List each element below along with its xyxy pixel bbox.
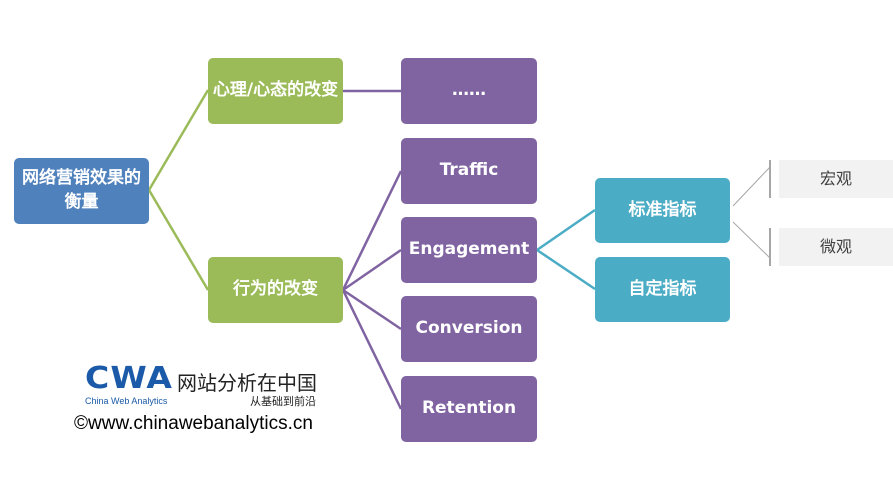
- traffic-label: Traffic: [439, 160, 499, 181]
- ellipsis-label: ……: [452, 80, 486, 101]
- macro-label: 宏观: [819, 168, 852, 188]
- link-root-behavior: [147, 189, 210, 291]
- micro-bracket: [769, 228, 771, 266]
- retention-label: Retention: [421, 398, 517, 419]
- cwa-cn-title: 网站分析在中国: [177, 371, 317, 395]
- psych-change-label: 心理/心态的改变: [212, 80, 339, 101]
- link-standard-micro: [732, 221, 771, 259]
- cwa-cn-slogan: 从基础到前沿: [250, 395, 316, 408]
- psych-change-node: 心理/心态的改变: [208, 58, 343, 124]
- conversion-node: Conversion: [401, 296, 537, 362]
- custom-metrics-node: 自定指标: [595, 257, 730, 322]
- link-behavior-engagement: [342, 248, 402, 292]
- engagement-label: Engagement: [408, 239, 530, 260]
- link-behavior-conversion: [342, 288, 402, 331]
- engagement-node: Engagement: [401, 217, 537, 283]
- link-standard-macro: [732, 166, 771, 207]
- link-root-psych: [147, 89, 210, 191]
- retention-node: Retention: [401, 376, 537, 442]
- standard-metrics-label: 标准指标: [628, 199, 697, 220]
- behavior-change-node: 行为的改变: [208, 257, 343, 323]
- standard-metrics-node: 标准指标: [595, 178, 730, 243]
- behavior-change-label: 行为的改变: [233, 279, 318, 300]
- cwa-logo-subtitle: China Web Analytics: [85, 396, 168, 406]
- link-behavior-traffic: [341, 170, 403, 291]
- micro-label: 微观: [819, 236, 852, 256]
- micro-node: 微观: [779, 228, 893, 266]
- root-node: 网络营销效果的衡量: [14, 158, 149, 224]
- link-engagement-standard: [536, 208, 596, 252]
- traffic-node: Traffic: [401, 138, 537, 204]
- macro-bracket: [769, 160, 771, 198]
- conversion-label: Conversion: [415, 318, 523, 339]
- link-engagement-custom: [536, 248, 596, 291]
- cwa-logo-text: CWA: [85, 361, 173, 396]
- root-label: 网络营销效果的衡量: [22, 168, 141, 212]
- custom-metrics-label: 自定指标: [628, 278, 697, 299]
- ellipsis-node: ……: [401, 58, 537, 124]
- macro-node: 宏观: [779, 160, 893, 198]
- link-behavior-retention: [341, 289, 403, 410]
- copyright-text: ©www.chinawebanalytics.cn: [74, 413, 313, 434]
